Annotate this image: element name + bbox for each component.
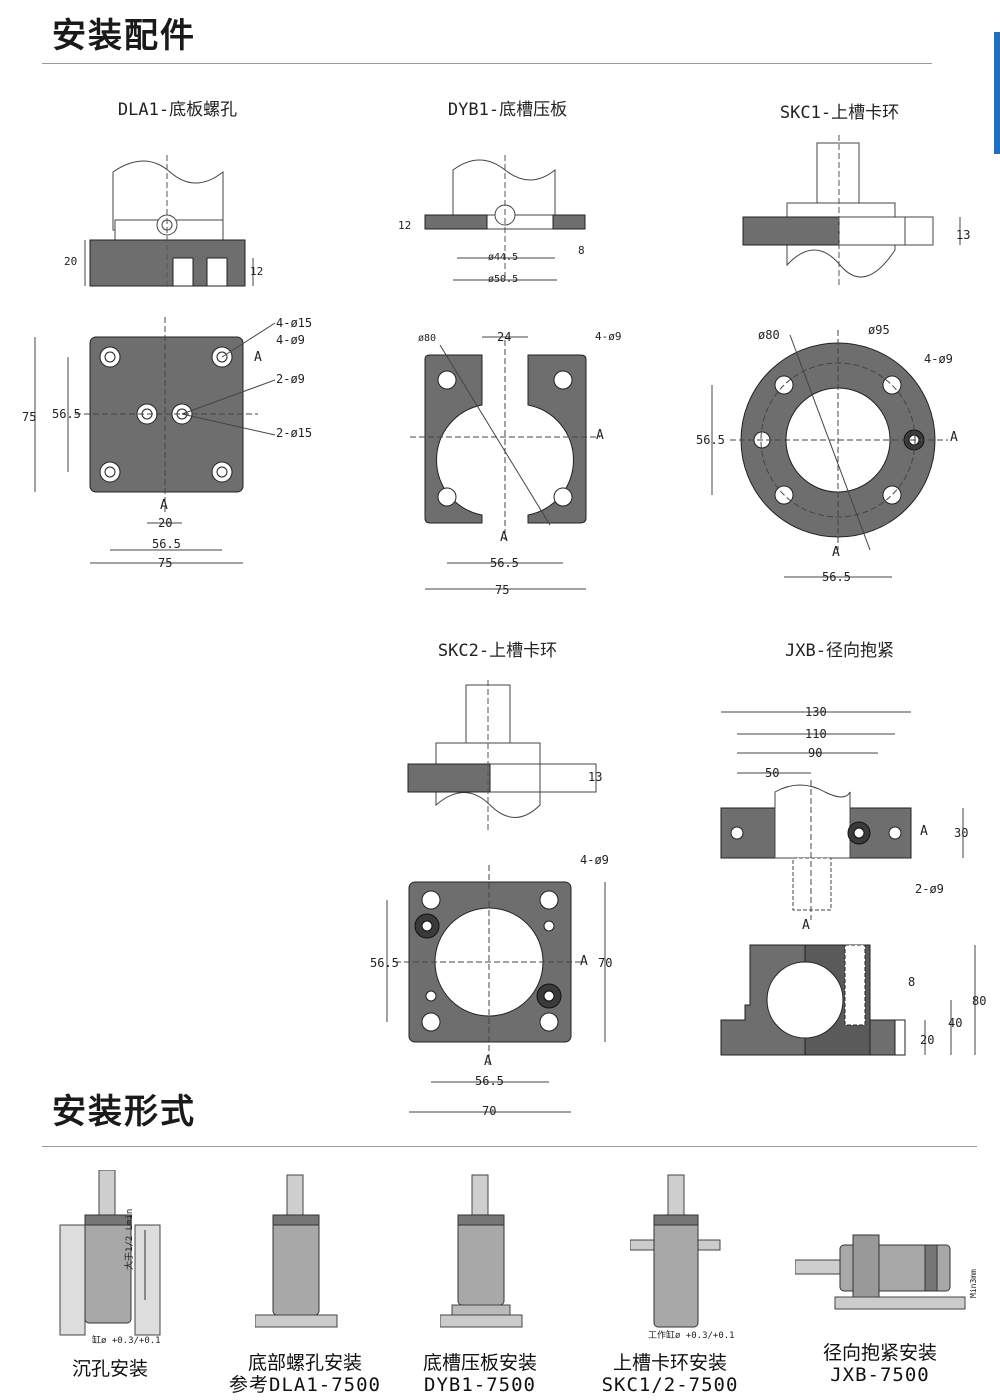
- form-bottom-groove-illustration: [440, 1174, 523, 1328]
- skc2-label-holes: 4-ø9: [580, 853, 609, 867]
- skc1-label-holes: 4-ø9: [924, 352, 953, 366]
- jxb-side-view: [720, 944, 976, 1056]
- jxb-dim-90: 90: [808, 746, 823, 760]
- form-radial-clamp-illustration: [795, 1234, 966, 1310]
- skc2-label-a-right: A: [580, 954, 588, 969]
- form-label-radial-clamp-line2: JXB-7500: [830, 1364, 930, 1386]
- side-tab-marker: [994, 32, 1000, 154]
- dyb1-label-a-right: A: [596, 428, 604, 443]
- form-label-bottom-groove-line1: 底槽压板安装: [422, 1352, 537, 1374]
- dyb1-label-a-bottom: A: [500, 530, 508, 545]
- skc2-dim-13: 13: [588, 770, 603, 784]
- jxb-dim-20: 20: [920, 1033, 935, 1047]
- skc1-dim-95: ø95: [868, 323, 890, 337]
- skc2-dim-70-v: 70: [598, 956, 613, 970]
- form-label-radial-clamp: 径向抱紧安装 JXB-7500: [795, 1342, 965, 1386]
- jxb-label-a-right: A: [920, 824, 928, 839]
- dla1-side-view: [84, 155, 254, 290]
- form-label-bottom-groove-line2: DYB1-7500: [424, 1374, 536, 1396]
- skc1-dim-565-h: 56.5: [822, 570, 851, 584]
- caption-skc1: SKC1-上槽卡环: [779, 103, 900, 123]
- caption-jxb: JXB-径向抱紧: [785, 641, 894, 661]
- skc1-side-view: [742, 135, 961, 285]
- dla1-label-4-9: 4-ø9: [276, 333, 305, 347]
- dyb1-dim-80: ø80: [418, 333, 437, 344]
- form-label-bottom-screw-line1: 底部螺孔安装: [247, 1352, 362, 1374]
- section-divider: [42, 63, 932, 64]
- jxb-dim-30: 30: [954, 826, 969, 840]
- dla1-dim-20: 20: [64, 255, 78, 268]
- form-label-top-ring-line1: 上槽卡环安装: [612, 1352, 727, 1374]
- jxb-label-holes: 2-ø9: [915, 882, 944, 896]
- form-bottom-screw-illustration: [255, 1174, 338, 1328]
- skc2-label-a-bottom: A: [484, 1054, 492, 1069]
- form-radial-clamp-note: Min3mm: [969, 1269, 978, 1298]
- form-label-top-ring: 上槽卡环安装 SKC1/2-7500: [585, 1352, 755, 1396]
- dyb1-dim-12: 12: [398, 219, 412, 232]
- skc1-dim-13: 13: [956, 228, 971, 242]
- jxb-dim-40: 40: [948, 1016, 963, 1030]
- skc1-top-view: [711, 330, 948, 578]
- form-label-bottom-screw: 底部螺孔安装 参考DLA1-7500: [215, 1352, 395, 1396]
- form-label-counterbore-line1: 沉孔安装: [71, 1358, 148, 1380]
- form-label-counterbore: 沉孔安装: [40, 1358, 180, 1380]
- dla1-dim-565-h: 56.5: [152, 537, 181, 551]
- skc2-side-view: [407, 680, 597, 830]
- section-divider-2: [42, 1146, 977, 1147]
- jxb-dim-50: 50: [765, 766, 780, 780]
- jxb-label-a-bottom: A: [802, 918, 810, 933]
- form-label-bottom-groove: 底槽压板安装 DYB1-7500: [395, 1352, 565, 1396]
- dla1-dim-12: 12: [250, 265, 264, 278]
- dla1-dim-565-v: 56.5: [52, 407, 81, 421]
- dla1-label-2-15: 2-ø15: [276, 426, 313, 440]
- section-title-forms: 安装形式: [52, 1092, 196, 1132]
- skc1-label-a-right: A: [950, 430, 958, 445]
- dla1-label-a-top: A: [254, 350, 262, 365]
- form-label-radial-clamp-line1: 径向抱紧安装: [822, 1342, 937, 1364]
- dyb1-dim-24: 24: [497, 330, 512, 344]
- dyb1-dim-445: ø44.5: [488, 252, 519, 263]
- dla1-top-view: [34, 317, 276, 564]
- skc2-dim-565-h: 56.5: [475, 1074, 504, 1088]
- caption-dyb1: DYB1-底槽压板: [447, 100, 568, 120]
- jxb-dim-110: 110: [805, 727, 827, 741]
- dyb1-label-holes: 4-ø9: [595, 330, 622, 343]
- form-counterbore-note2: 缸ø +0.3/+0.1: [92, 1336, 161, 1346]
- dyb1-top-view: [410, 336, 600, 590]
- section-title-accessories: 安装配件: [52, 16, 196, 56]
- dla1-dim-75-v: 75: [22, 410, 37, 424]
- dyb1-dim-8: 8: [578, 244, 585, 257]
- dyb1-side-view: [424, 155, 586, 281]
- skc1-dim-565-v: 56.5: [696, 433, 725, 447]
- caption-skc2: SKC2-上槽卡环: [437, 641, 558, 661]
- dla1-dim-75-h: 75: [158, 556, 173, 570]
- dyb1-dim-565: 56.5: [490, 556, 519, 570]
- jxb-dim-8: 8: [908, 975, 916, 989]
- dyb1-dim-75: 75: [495, 583, 510, 597]
- skc2-top-view: [386, 865, 606, 1113]
- skc2-dim-70-h: 70: [482, 1104, 497, 1118]
- caption-dla1: DLA1-底板螺孔: [117, 100, 238, 120]
- skc1-dim-80: ø80: [758, 328, 780, 342]
- jxb-dim-80: 80: [972, 994, 987, 1008]
- dla1-label-4-15: 4-ø15: [276, 316, 313, 330]
- dla1-label-a-bottom: A: [160, 498, 168, 513]
- skc2-dim-565-v: 56.5: [370, 956, 399, 970]
- dla1-dim-20-h: 20: [158, 516, 173, 530]
- form-top-ring-note: 工作缸ø +0.3/+0.1: [648, 1331, 735, 1341]
- dyb1-dim-505: ø50.5: [488, 274, 519, 285]
- skc1-label-a-bottom: A: [832, 545, 840, 560]
- form-top-ring-illustration: [630, 1174, 721, 1328]
- jxb-dim-130: 130: [805, 705, 827, 719]
- dla1-label-2-9: 2-ø9: [276, 372, 305, 386]
- jxb-top-view: [720, 711, 964, 920]
- form-label-bottom-screw-line2: 参考DLA1-7500: [229, 1374, 381, 1396]
- form-label-top-ring-line2: SKC1/2-7500: [601, 1374, 739, 1396]
- form-counterbore-illustration: [59, 1170, 161, 1336]
- form-counterbore-note1: 大于1/2 Lmin: [125, 1208, 135, 1270]
